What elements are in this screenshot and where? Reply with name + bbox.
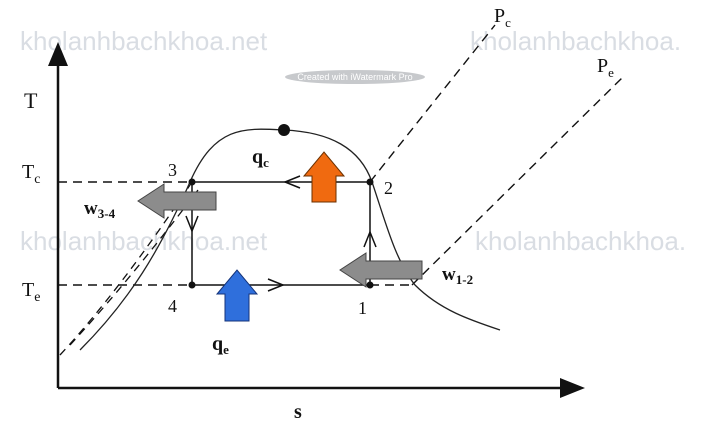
state-label-4: 4 xyxy=(168,296,177,316)
pe-label: Pe xyxy=(597,55,614,80)
s-axis-arrowhead xyxy=(560,378,585,398)
w34-work-arrow xyxy=(137,183,217,219)
critical-point xyxy=(278,124,290,136)
state-label-2: 2 xyxy=(384,178,393,198)
qc-heat-arrow xyxy=(302,151,346,203)
watermark-badge: Created with iWatermark Pro xyxy=(285,70,425,84)
watermark-badge-text: Created with iWatermark Pro xyxy=(297,72,412,82)
qe-heat-arrow xyxy=(215,269,259,322)
watermark-mid-right: kholanhbachkhoa. xyxy=(475,226,686,256)
s-axis-label: s xyxy=(294,401,302,423)
t-axis-arrowhead xyxy=(48,42,68,66)
condensation-direction-arrow xyxy=(282,175,301,189)
evaporation-direction-arrow xyxy=(267,278,286,292)
t-axis-label: T xyxy=(24,88,38,113)
state-point-3 xyxy=(188,178,196,186)
qc-label: qc xyxy=(252,146,269,170)
state-point-1 xyxy=(366,281,374,289)
w12-work-arrow xyxy=(339,252,423,288)
w12-label: w1-2 xyxy=(442,264,473,287)
state-label-1: 1 xyxy=(358,298,367,318)
watermark-top-right: kholanhbachkhoa. xyxy=(470,26,681,56)
saturation-dome xyxy=(79,128,501,351)
w34-label: w3-4 xyxy=(84,198,116,221)
tc-label: Tc xyxy=(22,161,40,187)
state-label-3: 3 xyxy=(168,160,177,180)
state-point-4 xyxy=(188,281,196,289)
pc-label: Pc xyxy=(494,5,511,30)
qe-label: qe xyxy=(212,333,229,357)
expansion-direction-arrow xyxy=(185,215,199,234)
te-label: Te xyxy=(22,279,40,305)
left-dashed-curve-inner xyxy=(69,189,199,346)
compression-direction-arrow xyxy=(363,229,377,248)
state-point-2 xyxy=(366,178,374,186)
pc-isobar xyxy=(369,24,496,183)
pe-isobar xyxy=(411,74,626,286)
